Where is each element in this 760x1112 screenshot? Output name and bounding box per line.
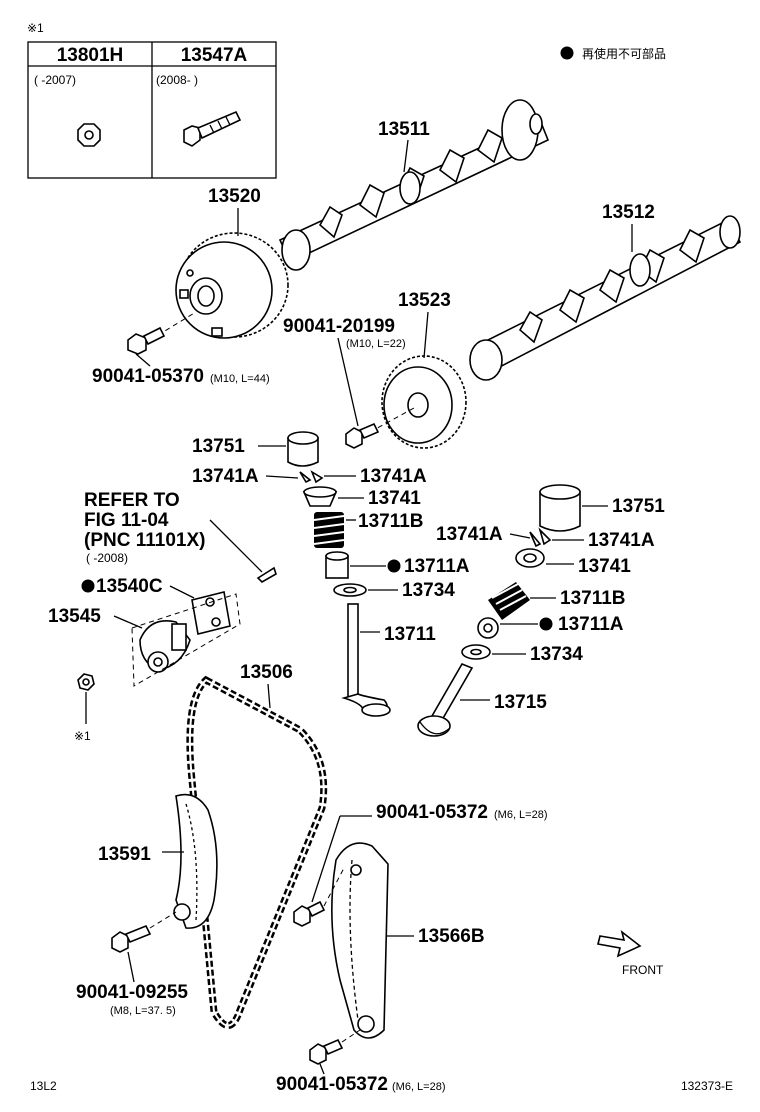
valve-13711 [341, 603, 391, 717]
label-13734-right: 13734 [530, 644, 583, 665]
nut-marker-icon [77, 673, 95, 691]
label-13734-left: 13734 [402, 580, 455, 601]
refer-line-2: FIG 11-04 [84, 510, 169, 531]
gasket-13540c [191, 591, 231, 635]
label-13512: 13512 [602, 202, 655, 223]
keeper-13741a-right-a [529, 531, 542, 548]
marker-note: ※1 [27, 21, 44, 35]
spec-90041-05370: (M10, L=44) [210, 373, 270, 385]
label-13711: 13711 [384, 624, 436, 645]
spec-90041-09255: (M8, L=37. 5) [110, 1005, 176, 1017]
label-13711a-right: 13711A [558, 614, 624, 635]
marker-bottom: ※1 [74, 729, 91, 743]
seat-13734-right [461, 644, 491, 660]
label-13741-left: 13741 [368, 488, 421, 509]
non-reusable-dot-13711a-left [387, 559, 401, 573]
inset-col2-range: (2008- ) [156, 73, 198, 87]
stud-refer-icon [256, 566, 277, 583]
label-13751-left: 13751 [192, 436, 245, 457]
inset-col1-range: ( -2007) [34, 73, 76, 87]
seal-13711a-left [325, 551, 349, 579]
non-reusable-dot-13540c [81, 579, 95, 593]
spec-90041-20199: (M10, L=22) [346, 338, 406, 350]
inset-col1-header: 13801H [57, 45, 124, 66]
timing-chain-13506 [186, 675, 328, 1029]
label-13511: 13511 [378, 119, 430, 140]
legend: 再使用不可部品 [560, 46, 666, 61]
non-reusable-dot-13711a-right [539, 617, 553, 631]
camshaft-13511 [278, 99, 550, 271]
refer-line-1: REFER TO [84, 490, 180, 511]
label-13711a-left: 13711A [404, 556, 470, 577]
label-90041-05370: 90041-05370 [92, 366, 204, 387]
label-13506: 13506 [240, 662, 293, 683]
keeper-13741a-left-a [299, 471, 312, 484]
lifter-13751-right [539, 484, 581, 532]
label-13741a-left-1: 13741A [192, 466, 259, 487]
retainer-13741-left [302, 486, 338, 507]
label-13711b-right: 13711B [560, 588, 626, 609]
label-13545: 13545 [48, 606, 101, 627]
inset-col2-header: 13547A [181, 45, 248, 66]
camshaft-13512 [469, 215, 742, 381]
chain-guide-13591 [173, 793, 218, 929]
footer-right: 132373-E [681, 1079, 733, 1093]
label-90041-05372-top: 90041-05372 [376, 802, 488, 823]
label-13520: 13520 [208, 186, 261, 207]
label-13751-right: 13751 [612, 496, 665, 517]
label-13591: 13591 [98, 844, 151, 865]
label-13540c: 13540C [96, 576, 163, 597]
vvt-sprocket-13520 [175, 232, 289, 339]
tensioner-13545 [139, 620, 191, 673]
legend-text: 再使用不可部品 [582, 46, 666, 61]
footer-left: 13L2 [30, 1079, 57, 1093]
bolt-13547a-icon [183, 110, 242, 147]
keeper-13741a-right-b [538, 527, 552, 546]
chain-slipper-13566b [331, 842, 389, 1039]
nut-13801h-icon [77, 123, 101, 147]
label-13741a-right-2: 13741A [588, 530, 655, 551]
spring-13711b-left [313, 512, 345, 548]
label-13711b-left: 13711B [358, 511, 424, 532]
bolt-90041-20199 [345, 422, 380, 449]
front-label: FRONT [622, 963, 664, 977]
bolt-90041-05372-bottom [309, 1038, 344, 1065]
bolt-90041-05370 [127, 326, 166, 355]
label-13741a-right-1: 13741A [436, 524, 503, 545]
label-90041-05372-bottom: 90041-05372 [276, 1074, 388, 1095]
inset-table: 13801H 13547A ( -2007) (2008- ) [27, 41, 277, 179]
lifter-13751-left [287, 431, 319, 467]
spring-13711b-right [488, 582, 530, 620]
label-90041-20199: 90041-20199 [283, 316, 395, 337]
refer-line-3: (PNC 11101X) [84, 530, 205, 551]
front-arrow-icon [597, 929, 642, 958]
retainer-13741-right [515, 548, 545, 568]
non-reusable-dot-icon [560, 46, 574, 60]
label-90041-09255: 90041-09255 [76, 982, 188, 1003]
refer-line-4: ( -2008) [86, 551, 128, 565]
label-13741-right: 13741 [578, 556, 631, 577]
bolt-90041-05372-top [293, 900, 326, 927]
keeper-13741a-left-b [310, 470, 324, 484]
label-13715: 13715 [494, 692, 547, 713]
spec-90041-05372-bottom: (M6, L=28) [392, 1081, 446, 1093]
label-13523: 13523 [398, 290, 451, 311]
label-13566b: 13566B [418, 926, 485, 947]
label-13741a-left-2: 13741A [360, 466, 427, 487]
valve-13715 [417, 662, 474, 737]
bolt-90041-09255 [111, 924, 152, 953]
spec-90041-05372-top: (M6, L=28) [494, 809, 548, 821]
seat-13734-left [333, 583, 367, 597]
sprocket-13523 [381, 355, 467, 449]
seal-13711a-right [477, 617, 499, 639]
